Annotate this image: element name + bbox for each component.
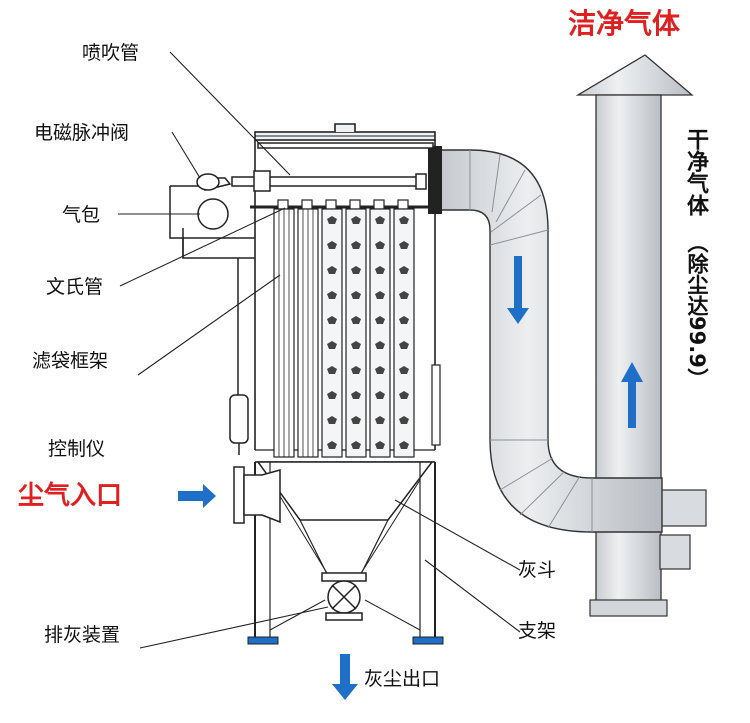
label-ash-hopper: 灰斗	[518, 559, 557, 581]
dust-clump	[327, 291, 337, 299]
dust-clump	[375, 291, 385, 299]
dust-clump	[399, 316, 409, 324]
blowing-system	[169, 142, 434, 455]
dust-clump	[351, 391, 361, 399]
filter-bag-frames	[273, 208, 415, 458]
dust-clump	[375, 266, 385, 274]
duct	[428, 146, 663, 533]
label-discharge: 排灰装置	[44, 624, 121, 646]
label-venturi: 文氏管	[46, 276, 104, 298]
label-air-bag: 气包	[62, 204, 101, 226]
label-clean-gas-side: 干净气体	[683, 128, 708, 216]
dust-clump	[327, 216, 337, 224]
dust-clump	[327, 391, 337, 399]
dust-clump	[375, 416, 385, 424]
leader-lines	[118, 51, 521, 649]
dust-clump	[375, 216, 385, 224]
dust-clump	[327, 241, 337, 249]
flow-arrows	[178, 256, 643, 700]
dust-clump	[327, 266, 337, 274]
dust-clump	[351, 416, 361, 424]
dust-clump	[375, 241, 385, 249]
dust-clump	[399, 341, 409, 349]
foot-pad-left	[247, 636, 279, 645]
dust-clump	[399, 366, 409, 374]
dust-clump	[351, 366, 361, 374]
label-blow-pipe: 喷吹管	[82, 42, 140, 64]
dust-clump	[399, 391, 409, 399]
dust-clump	[351, 216, 361, 224]
chimney-up-arrow	[621, 362, 643, 428]
discharge-device	[321, 572, 367, 621]
dust-clump	[399, 241, 409, 249]
inlet-arrow	[178, 484, 216, 508]
label-clean-gas-top: 洁净气体	[568, 7, 681, 40]
dust-clump	[351, 316, 361, 324]
dust-clump	[327, 441, 337, 449]
dust-clump	[351, 441, 361, 449]
dust-clump	[351, 266, 361, 274]
outlet-arrow	[332, 654, 358, 700]
dust-clump	[375, 316, 385, 324]
label-dust-outlet: 灰尘出口	[364, 668, 441, 690]
dust-clump	[375, 441, 385, 449]
dust-pattern	[327, 216, 409, 449]
label-bag-frame: 滤袋框架	[32, 350, 109, 372]
dust-clump	[399, 441, 409, 449]
dust-clump	[351, 341, 361, 349]
dust-clump	[375, 341, 385, 349]
dust-clump	[399, 266, 409, 274]
foot-pad-right	[412, 636, 444, 645]
dust-clump	[327, 316, 337, 324]
label-support: 支架	[518, 620, 557, 642]
nozzles	[277, 199, 409, 210]
dust-clump	[351, 241, 361, 249]
dust-clump	[399, 416, 409, 424]
dust-clump	[327, 366, 337, 374]
dust-clump	[351, 291, 361, 299]
dust-clump	[375, 391, 385, 399]
label-pulse-valve: 电磁脉冲阀	[34, 122, 130, 144]
dust-clump	[327, 341, 337, 349]
label-dust-inlet: 尘气入口	[18, 481, 123, 511]
inlet-nozzle	[233, 466, 281, 524]
dust-clump	[399, 216, 409, 224]
dust-clump	[375, 366, 385, 374]
label-efficiency: （除尘达99.9）	[685, 232, 709, 389]
dust-clump	[327, 416, 337, 424]
dust-clump	[399, 291, 409, 299]
label-controller: 控制仪	[48, 438, 106, 460]
duct-down-arrow	[507, 256, 529, 324]
